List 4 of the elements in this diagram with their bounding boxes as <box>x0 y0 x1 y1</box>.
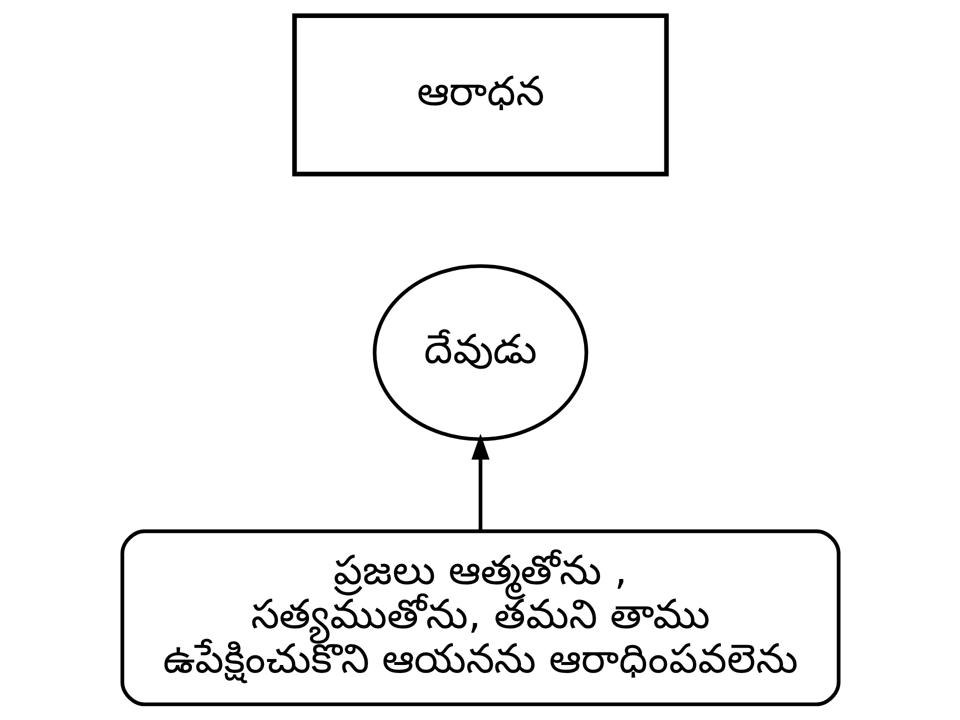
node-ellipse: దేవుడు <box>372 264 588 442</box>
node-box: ఆరాధన <box>292 13 668 176</box>
node-box: ప్రజలు ఆత్మతోను , సత్యముతోను, తమని తాము ఉపేక్షించుకొని ఆయనను ఆరాధింపవలెను <box>120 529 840 706</box>
arrow <box>470 434 490 531</box>
